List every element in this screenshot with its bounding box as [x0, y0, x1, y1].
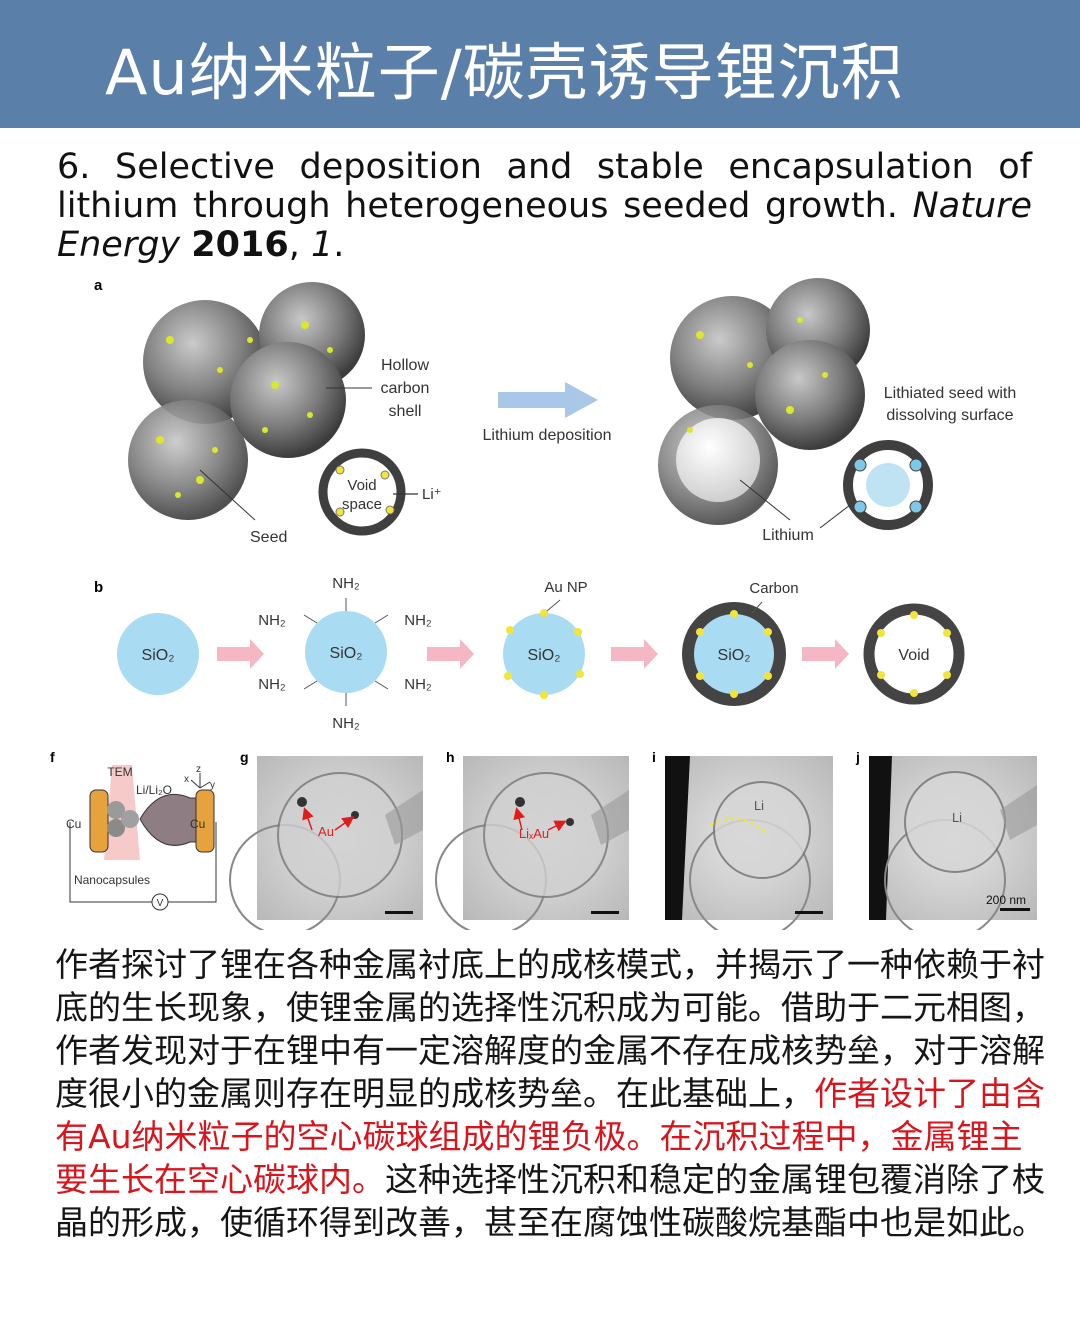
svg-text:Lithium deposition: Lithium deposition [483, 427, 612, 444]
sio2-bare-particle: SiO₂ [117, 613, 199, 695]
svg-text:Li: Li [952, 810, 962, 825]
svg-text:Lithiated seed with: Lithiated seed with [884, 385, 1017, 402]
svg-text:Void: Void [898, 647, 929, 664]
schematic-figure: a Hollow carbon shell Void space Li⁺ See… [50, 270, 1040, 930]
svg-text:Lithium: Lithium [762, 527, 814, 544]
svg-text:dissolving surface: dissolving surface [886, 407, 1013, 424]
svg-text:shell: shell [389, 403, 422, 420]
tem-panel-i [665, 756, 833, 930]
svg-text:Cu: Cu [66, 817, 81, 831]
page-title: Au纳米粒子/碳壳诱导锂沉积 [105, 22, 904, 112]
citation-year: 2016 [191, 225, 288, 265]
svg-text:SiO₂: SiO₂ [718, 647, 751, 664]
panel-b-label: b [94, 579, 103, 596]
panel-j-label: j [855, 749, 860, 765]
svg-text:Au: Au [318, 824, 334, 839]
sio2-carbon-particle: SiO₂ Carbon [688, 580, 799, 700]
svg-text:NH₂: NH₂ [258, 612, 286, 629]
svg-text:V: V [157, 898, 164, 909]
tem-panel-h [436, 756, 629, 930]
svg-text:Carbon: Carbon [749, 580, 798, 597]
lithiated-shell-diagram [848, 445, 928, 525]
axes-icon [191, 773, 210, 788]
panel-h-label: h [446, 749, 455, 765]
title-banner: Au纳米粒子/碳壳诱导锂沉积 [0, 0, 1080, 128]
panel-f-label: f [50, 749, 55, 765]
svg-text:x: x [184, 774, 189, 785]
svg-text:SiO₂: SiO₂ [142, 647, 175, 664]
svg-text:NH₂: NH₂ [332, 575, 360, 592]
panel-g-label: g [240, 749, 249, 765]
citation-title: Selective deposition and stable encapsul… [57, 147, 1032, 226]
step-arrow-icon [217, 639, 264, 669]
citation-volume: 1 [311, 225, 333, 265]
tem-panel-g [230, 756, 423, 930]
step-arrow-icon [611, 639, 658, 669]
svg-text:Cu: Cu [190, 817, 205, 831]
svg-text:y: y [210, 780, 215, 791]
svg-text:Li⁺: Li⁺ [422, 486, 442, 503]
svg-text:NH₂: NH₂ [404, 612, 432, 629]
svg-text:Void: Void [347, 477, 376, 494]
step-arrow-icon [427, 639, 474, 669]
svg-text:LiₓAu: LiₓAu [519, 826, 549, 841]
svg-text:Au NP: Au NP [544, 579, 587, 596]
svg-text:Hollow: Hollow [381, 357, 429, 374]
svg-text:Nanocapsules: Nanocapsules [74, 873, 150, 887]
svg-text:Li: Li [754, 798, 764, 813]
sio2-amine-particle: SiO₂ NH₂ NH₂ NH₂ NH₂ NH₂ NH₂ [258, 575, 432, 732]
svg-text:TEM: TEM [107, 765, 132, 779]
svg-text:NH₂: NH₂ [258, 676, 286, 693]
sio2-au-particle: SiO₂ Au NP [503, 579, 588, 699]
deposition-arrow-icon [498, 382, 598, 418]
svg-text:space: space [342, 496, 382, 513]
scale-bar-label: 200 nm [986, 893, 1026, 907]
svg-text:SiO₂: SiO₂ [330, 645, 363, 662]
svg-text:Seed: Seed [250, 529, 287, 546]
panel-a-label: a [94, 277, 103, 294]
svg-text:NH₂: NH₂ [332, 715, 360, 732]
svg-text:Li/Li₂O: Li/Li₂O [136, 783, 172, 797]
hollow-spheres-right [658, 278, 870, 525]
citation-number: 6. [57, 147, 90, 187]
reference-citation: 6. Selective deposition and stable encap… [57, 148, 1032, 265]
svg-text:carbon: carbon [381, 380, 430, 397]
summary-paragraph: 作者探讨了锂在各种金属衬底上的成核模式，并揭示了一种依赖于衬底的生长现象，使锂金… [55, 943, 1045, 1244]
panel-i-label: i [652, 749, 656, 765]
void-carbon-particle: Void [869, 609, 959, 699]
svg-text:z: z [196, 764, 201, 775]
svg-text:NH₂: NH₂ [404, 676, 432, 693]
svg-text:SiO₂: SiO₂ [528, 647, 561, 664]
step-arrow-icon [802, 639, 849, 669]
